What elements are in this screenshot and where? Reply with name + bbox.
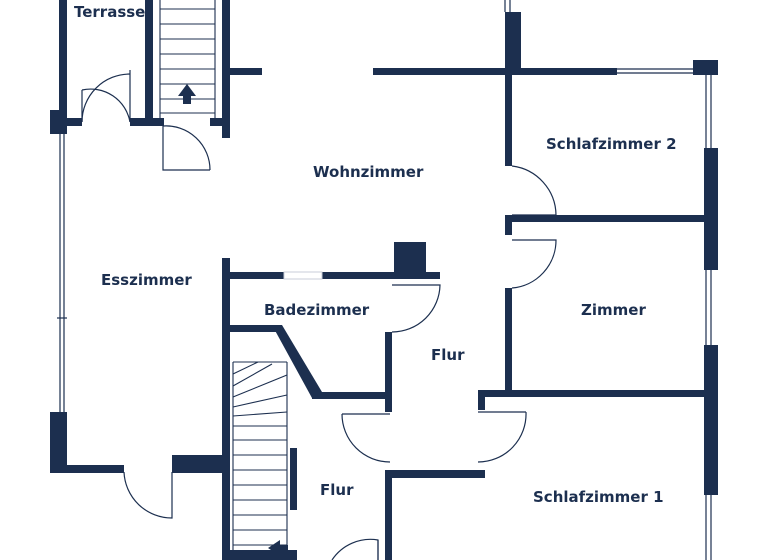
wall-zimmer-left-top bbox=[505, 215, 512, 235]
door-esszimmer bbox=[123, 471, 173, 519]
wall-stair-stub bbox=[222, 68, 262, 75]
door-zimmer bbox=[511, 239, 557, 289]
wall-right-2 bbox=[704, 345, 718, 495]
arrow-down-icon bbox=[268, 540, 288, 556]
wall-chimney bbox=[394, 242, 426, 276]
door-terrasse bbox=[81, 88, 131, 123]
door-badezimmer bbox=[391, 284, 441, 333]
wall-flur-left-top bbox=[385, 392, 392, 412]
wall-ess-bottom-right bbox=[172, 455, 224, 473]
door-stair bbox=[162, 125, 211, 171]
wall-bottom-left bbox=[222, 550, 297, 560]
wall-zimmer-bottom bbox=[478, 390, 718, 397]
room-label-schlafzimmer-1: Schlafzimmer 1 bbox=[533, 488, 664, 506]
door-schlafzimmer-2 bbox=[511, 165, 557, 216]
wall-schlaf2-left bbox=[505, 68, 512, 166]
wall-bad-top-left bbox=[222, 272, 284, 279]
door-flur-bottom bbox=[331, 538, 379, 560]
wall-corner-left bbox=[50, 110, 67, 134]
wall-corner-right bbox=[693, 60, 718, 75]
wall-terrasse-bottom bbox=[62, 118, 82, 126]
wall-stair-left bbox=[145, 0, 153, 126]
wall-bad-bottom bbox=[312, 392, 392, 399]
room-label-wohnzimmer: Wohnzimmer bbox=[313, 163, 424, 181]
door-flur-left bbox=[341, 413, 391, 463]
wall-stair-bottom bbox=[210, 118, 230, 126]
staircase-lower bbox=[232, 361, 288, 550]
room-label-terrasse: Terrasse bbox=[74, 3, 146, 21]
door-flur-right bbox=[477, 411, 527, 463]
wall-ess-bottom-left bbox=[50, 465, 124, 473]
wall-bad-right bbox=[385, 332, 392, 398]
room-label-schlafzimmer-2: Schlafzimmer 2 bbox=[546, 135, 677, 153]
wall-flur-right bbox=[385, 470, 392, 560]
room-label-flur-lower: Flur bbox=[320, 481, 354, 499]
arrow-up-icon bbox=[178, 84, 196, 104]
wall-column-top bbox=[505, 12, 521, 74]
wall-zimmer-left bbox=[505, 288, 512, 396]
wall-schlaf1-top-left bbox=[385, 470, 485, 478]
wall-schlaf2-top bbox=[505, 68, 617, 75]
wall-ess-left-bottom bbox=[50, 412, 67, 472]
wall-bad-bottom-left bbox=[228, 325, 276, 332]
doors bbox=[81, 70, 557, 560]
wall-right-1 bbox=[704, 148, 718, 270]
wall-bad-top-right bbox=[322, 272, 440, 279]
room-label-flur-upper: Flur bbox=[431, 346, 465, 364]
room-label-zimmer: Zimmer bbox=[581, 301, 646, 319]
wall-flur-stub bbox=[478, 390, 485, 410]
wall-schlaf2-bottom bbox=[505, 215, 715, 222]
wall-stair2-right bbox=[290, 448, 297, 510]
staircase-upper bbox=[159, 0, 216, 118]
room-label-badezimmer: Badezimmer bbox=[264, 301, 370, 319]
wall-bad-left bbox=[222, 258, 230, 560]
wall-wohn-top bbox=[373, 68, 513, 75]
walls bbox=[50, 0, 718, 560]
wall-terrasse-left bbox=[59, 0, 67, 118]
windows bbox=[57, 0, 712, 560]
wall-bad-diagonal bbox=[272, 325, 322, 398]
room-label-esszimmer: Esszimmer bbox=[101, 271, 192, 289]
